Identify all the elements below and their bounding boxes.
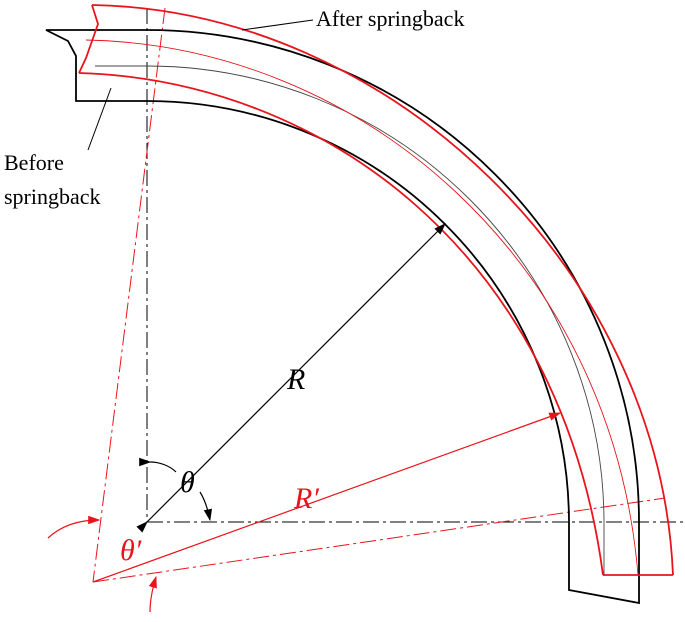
construction-lines-after xyxy=(92,7,666,583)
before-top-leg xyxy=(45,29,147,102)
theta-arc-right xyxy=(199,491,212,522)
angle-before-label: θ xyxy=(180,466,195,499)
before-springback-label-line2: springback xyxy=(4,184,101,209)
after-outer-arc xyxy=(91,4,674,576)
tilted-vertical-axis-line xyxy=(92,7,166,583)
tilted-horizontal-axis-line xyxy=(92,497,666,583)
radius-after-label: R′ xyxy=(293,482,319,515)
profile-before-springback xyxy=(45,29,640,605)
after-top-leg xyxy=(78,4,99,74)
angle-after-label: θ′ xyxy=(120,534,142,567)
before-springback-label-line1: Before xyxy=(4,150,64,175)
radius-after-arrow xyxy=(92,412,562,583)
before-bottom-leg xyxy=(568,522,640,605)
radius-before-arrow xyxy=(136,223,446,533)
before-outer-arc xyxy=(146,29,640,523)
theta-prime-markers xyxy=(47,515,157,613)
radius-before-label: R xyxy=(286,363,305,396)
before-neutral-line xyxy=(146,65,605,523)
after-neutral-line xyxy=(85,39,639,576)
theta-prime-arrow-bottom xyxy=(148,575,157,613)
neutral-lines xyxy=(85,39,639,576)
theta-markers xyxy=(139,457,212,522)
before-label-leader xyxy=(87,87,112,151)
construction-lines xyxy=(146,8,685,523)
after-inner-arc xyxy=(78,72,604,576)
theta-arc-top xyxy=(139,457,177,473)
after-springback-label: After springback xyxy=(316,6,464,31)
theta-prime-arrow-top xyxy=(47,515,101,539)
after-label-leader xyxy=(241,19,314,31)
profile-after-springback xyxy=(78,4,674,576)
